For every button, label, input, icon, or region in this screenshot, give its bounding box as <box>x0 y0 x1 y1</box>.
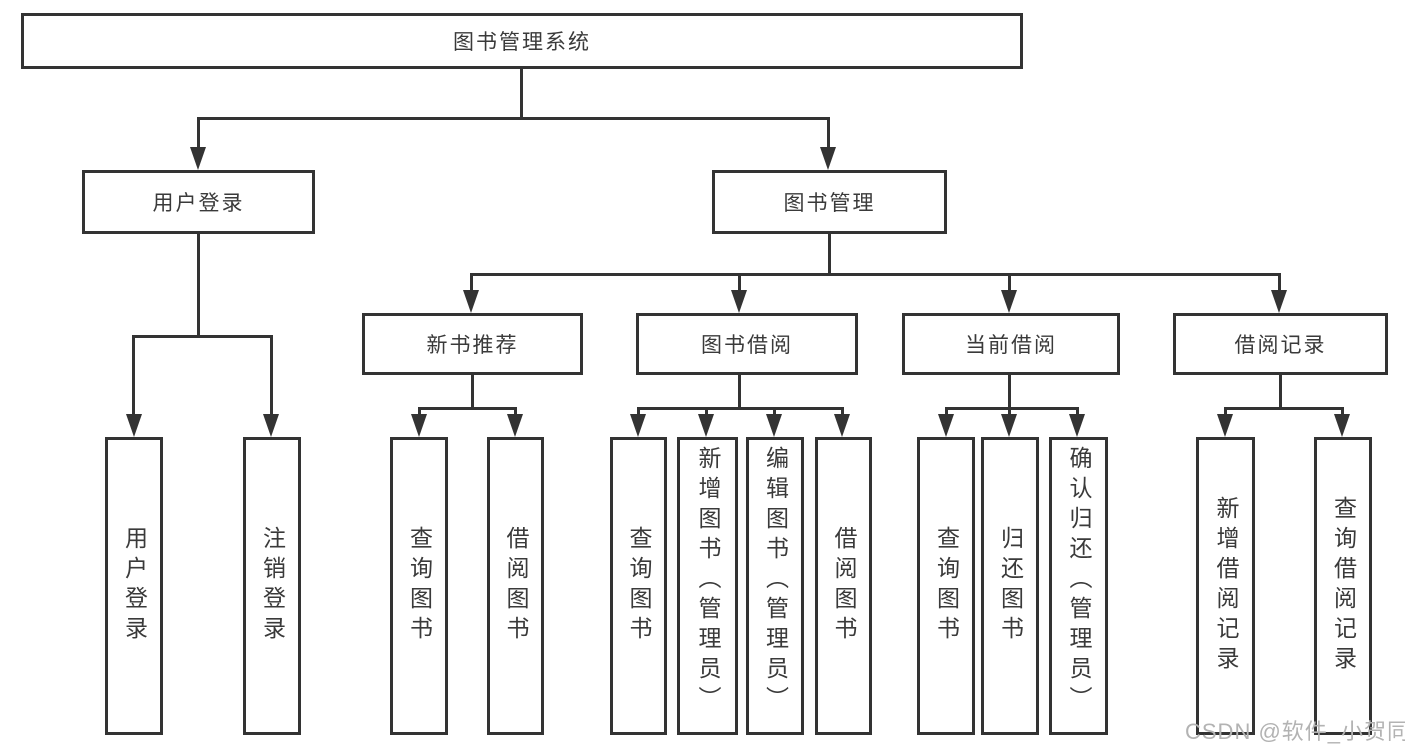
node-borrowing-records-label: 借阅记录 <box>1234 334 1327 357</box>
node-new-book-recommend-label: 新书推荐 <box>426 334 519 357</box>
leaf-borrow-books-recommend-label: 借阅图书 <box>503 526 529 646</box>
arrow-down-icon <box>263 414 279 437</box>
node-current-borrowing-label: 当前借阅 <box>965 334 1057 357</box>
arrow-down-icon <box>731 290 747 313</box>
node-book-management-label: 图书管理 <box>783 192 876 215</box>
leaf-logout: 注销登录 <box>243 437 301 735</box>
leaf-query-books-recommend: 查询图书 <box>390 437 448 735</box>
connector-line <box>197 117 200 150</box>
connector-line <box>637 407 844 410</box>
leaf-add-books-admin-label: 新增图书（管理员） <box>695 446 721 716</box>
connector-line <box>1008 375 1011 407</box>
node-book-borrowing: 图书借阅 <box>636 313 858 375</box>
arrow-down-icon <box>1001 290 1017 313</box>
leaf-return-books-label: 归还图书 <box>997 526 1024 646</box>
arrow-down-icon <box>190 147 206 170</box>
node-book-management: 图书管理 <box>712 170 947 234</box>
arrow-down-icon <box>1069 414 1085 437</box>
arrow-down-icon <box>834 414 850 437</box>
leaf-query-books-current: 查询图书 <box>917 437 975 735</box>
connector-line <box>418 407 517 410</box>
leaf-return-books: 归还图书 <box>981 437 1039 735</box>
connector-line <box>470 273 473 292</box>
arrow-down-icon <box>1217 414 1233 437</box>
connector-line <box>270 335 273 416</box>
arrow-down-icon <box>1271 290 1287 313</box>
connector-line <box>945 407 1079 410</box>
node-new-book-recommend: 新书推荐 <box>362 313 583 375</box>
leaf-add-borrow-record-label: 新增借阅记录 <box>1213 496 1239 676</box>
connector-line <box>1008 273 1011 292</box>
csdn-watermark: CSDN @软件_小贺同学 <box>1185 719 1405 744</box>
connector-line <box>514 407 517 416</box>
connector-line <box>1341 407 1344 416</box>
connector-line <box>418 407 421 416</box>
leaf-query-books-current-label: 查询图书 <box>933 526 960 646</box>
arrow-down-icon <box>766 414 782 437</box>
node-user-login-label: 用户登录 <box>152 192 245 215</box>
leaf-query-books-borrowing: 查询图书 <box>610 437 667 735</box>
connector-line <box>738 273 741 292</box>
leaf-query-borrow-record-label: 查询借阅记录 <box>1330 496 1357 676</box>
connector-line <box>520 69 523 117</box>
connector-line <box>945 407 948 416</box>
arrow-down-icon <box>630 414 646 437</box>
node-user-login: 用户登录 <box>82 170 315 234</box>
leaf-borrow-books-recommend: 借阅图书 <box>487 437 544 735</box>
leaf-query-books-recommend-label: 查询图书 <box>406 526 433 646</box>
connector-line <box>1278 273 1281 292</box>
leaf-edit-books-admin: 编辑图书（管理员） <box>746 437 804 735</box>
arrow-down-icon <box>820 147 836 170</box>
connector-line <box>197 117 830 120</box>
connector-line <box>637 407 640 416</box>
leaf-user-login: 用户登录 <box>105 437 163 735</box>
leaf-add-borrow-record: 新增借阅记录 <box>1196 437 1255 735</box>
arrow-down-icon <box>463 290 479 313</box>
connector-line <box>1224 407 1227 416</box>
leaf-user-login-label: 用户登录 <box>121 526 148 646</box>
connector-line <box>1279 375 1282 407</box>
node-current-borrowing: 当前借阅 <box>902 313 1120 375</box>
connector-line <box>471 375 474 407</box>
connector-line <box>827 117 830 150</box>
arrow-down-icon <box>1001 414 1017 437</box>
leaf-query-borrow-record: 查询借阅记录 <box>1314 437 1372 735</box>
leaf-confirm-return-admin: 确认归还（管理员） <box>1049 437 1108 735</box>
leaf-edit-books-admin-label: 编辑图书（管理员） <box>762 446 789 716</box>
connector-line <box>470 273 1281 276</box>
leaf-add-books-admin: 新增图书（管理员） <box>677 437 738 735</box>
leaf-query-books-borrowing-label: 查询图书 <box>626 526 652 646</box>
arrow-down-icon <box>126 414 142 437</box>
node-root-label: 图书管理系统 <box>453 31 591 54</box>
connector-line <box>773 407 776 416</box>
arrow-down-icon <box>507 414 523 437</box>
node-book-borrowing-label: 图书借阅 <box>701 334 793 357</box>
connector-line <box>841 407 844 416</box>
node-root: 图书管理系统 <box>21 13 1023 69</box>
arrow-down-icon <box>938 414 954 437</box>
leaf-logout-label: 注销登录 <box>259 526 286 646</box>
connector-line <box>738 375 741 407</box>
arrow-down-icon <box>1334 414 1350 437</box>
connector-line <box>828 234 831 273</box>
connector-line <box>1076 407 1079 416</box>
leaf-borrow-books-borrowing-label: 借阅图书 <box>831 526 857 646</box>
connector-line <box>1224 407 1344 410</box>
node-borrowing-records: 借阅记录 <box>1173 313 1388 375</box>
connector-line <box>132 335 273 338</box>
arrow-down-icon <box>411 414 427 437</box>
arrow-down-icon <box>698 414 714 437</box>
leaf-confirm-return-admin-label: 确认归还（管理员） <box>1066 446 1092 716</box>
connector-line <box>197 234 200 335</box>
connector-line <box>1008 407 1011 416</box>
connector-line <box>132 335 135 416</box>
connector-line <box>705 407 708 416</box>
leaf-borrow-books-borrowing: 借阅图书 <box>815 437 872 735</box>
